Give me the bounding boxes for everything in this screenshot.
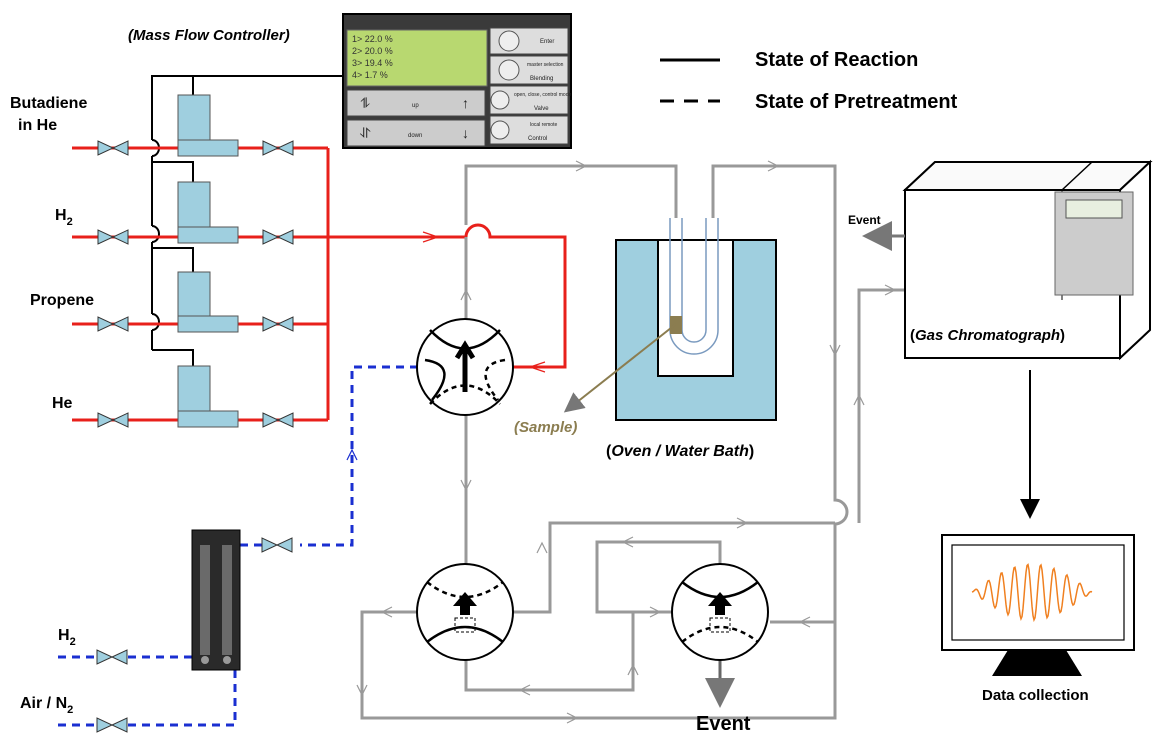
mfc-btn-down: down	[408, 133, 422, 139]
switch-valve-left	[416, 563, 514, 661]
event-top-label: Event	[848, 213, 881, 227]
mfc-unit-butadiene	[177, 94, 239, 157]
oven-label: (Oven / Water Bath)	[606, 443, 754, 460]
event-bottom-label: Event	[696, 713, 751, 733]
mfc-btn-blending: Blending	[530, 76, 553, 82]
label-h2-main: H2	[55, 207, 73, 228]
mfc-btn-control: Control	[528, 136, 547, 142]
mfc-panel: 1> 22.0 % 2> 20.0 % 3> 19.4 % 4> 1.7 % E…	[342, 13, 572, 149]
valve-icon	[262, 229, 294, 245]
valve-icon	[261, 537, 293, 553]
mfc-lcd-line-1: 1> 22.0 %	[352, 34, 393, 44]
label-butadiene: Butadiene	[10, 95, 87, 112]
chromatogram-signal	[971, 563, 1093, 623]
valve-icon	[97, 316, 129, 332]
mfc-unit-propene	[177, 271, 239, 333]
mfc-btn-local: local remote	[530, 122, 557, 128]
gc-gas-lines	[356, 160, 905, 724]
label-propene: Propene	[30, 292, 94, 309]
valve-icon	[262, 140, 294, 156]
mfc-caption: (Mass Flow Controller)	[128, 27, 290, 44]
mfc-btn-enter: Enter	[540, 39, 554, 45]
legend-solid-label: State of Reaction	[755, 49, 918, 71]
valve-icon	[97, 140, 129, 156]
flow-meter	[191, 529, 241, 671]
valve-icon	[97, 229, 129, 245]
gas-chromatograph	[902, 159, 1153, 361]
legend-dashed-label: State of Pretreatment	[755, 91, 958, 113]
oven-water-bath	[563, 218, 777, 421]
svg-text:⥯: ⥯	[360, 125, 370, 141]
mfc-lcd-line-3: 3> 19.4 %	[352, 58, 393, 68]
legend: State of Reaction State of Pretreatment	[660, 49, 958, 113]
mfc-btn-master: master selection	[527, 62, 564, 68]
valve-icon	[96, 717, 128, 733]
svg-text:↑: ↑	[462, 95, 469, 111]
pretreat-valves	[96, 537, 293, 733]
label-h2-pretreat: H2	[58, 627, 76, 648]
mfc-lcd-line-2: 2> 20.0 %	[352, 46, 393, 56]
valve-icon	[262, 316, 294, 332]
mfc-units	[177, 94, 239, 428]
label-in-he: in He	[18, 117, 57, 134]
sample-label: (Sample)	[514, 419, 577, 436]
label-air-n2: Air / N2	[20, 695, 73, 716]
switch-valve-right	[671, 563, 769, 661]
valve-icon	[97, 412, 129, 428]
valves	[97, 140, 294, 428]
gc-label: (Gas Chromatograph)	[910, 327, 1065, 344]
mfc-btn-up: up	[412, 103, 419, 109]
mfc-unit-he	[177, 365, 239, 428]
mfc-lcd	[346, 29, 488, 87]
valve-icon	[96, 649, 128, 665]
mfc-btn-open: open, close, control mode	[514, 92, 571, 98]
mfc-lcd-line-4: 4> 1.7 %	[352, 70, 388, 80]
valve-icon	[262, 412, 294, 428]
svg-text:⥮: ⥮	[360, 95, 370, 111]
svg-text:↓: ↓	[462, 125, 469, 141]
mfc-unit-h2	[177, 181, 239, 244]
switch-valve-main	[416, 318, 514, 416]
mfc-btn-valve: Valve	[534, 106, 549, 112]
label-he: He	[52, 395, 73, 412]
data-collection-label: Data collection	[982, 687, 1089, 704]
data-monitor	[941, 534, 1135, 676]
